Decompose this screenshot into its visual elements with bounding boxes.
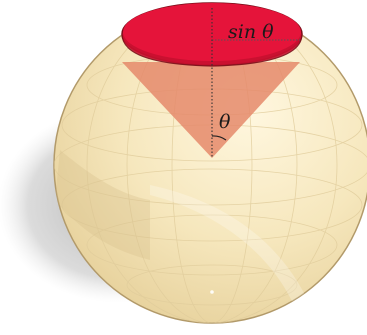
- sphere-shading: [55, 150, 150, 260]
- sphere-highlight-dot: [210, 290, 214, 294]
- angle-arc: [211, 135, 227, 141]
- cone: [122, 62, 300, 158]
- radius-label: sin θ: [228, 21, 274, 43]
- cap-disk-top: [123, 3, 301, 61]
- angle-label: θ: [219, 111, 231, 133]
